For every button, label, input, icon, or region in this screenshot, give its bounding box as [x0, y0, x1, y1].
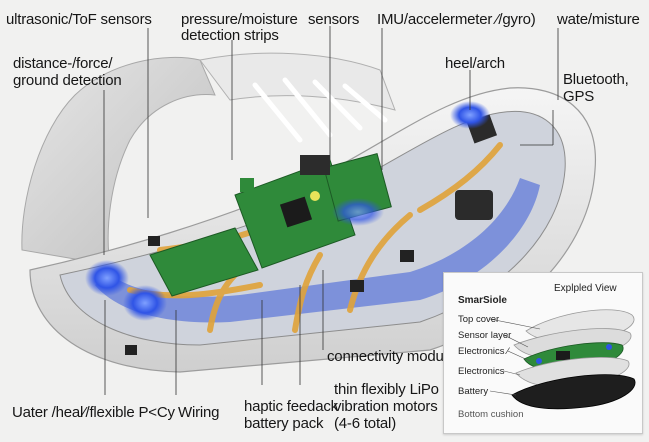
blue-sensor-layer: [95, 178, 540, 323]
label-battery-pack: battery pack: [244, 415, 324, 432]
label-imu: IMU/accelermeter ⁄/gyro): [377, 11, 536, 28]
layer-label-battery: Battery: [458, 386, 489, 397]
laces: [252, 77, 388, 143]
label-haptic-feedback: haptic feedack: [244, 398, 338, 415]
label-distance-force: distance-/force/: [13, 55, 113, 72]
label-ultrasonic-sensors: ultrasonic/ToF sensors: [6, 11, 152, 28]
layer-label-sensor: Sensor layer: [458, 330, 512, 341]
layer-label-electronics-a: Electronics ⁄: [458, 346, 509, 357]
label-water-moisture: wate/misture: [557, 11, 640, 28]
label-uater-heal: Uater /heal⁄/flexible P<Cy: [12, 404, 175, 421]
label-connectivity-module: connectivity module: [327, 348, 455, 365]
exploded-view-title: Explpled View: [554, 283, 617, 294]
label-motor-count: (4-6 total): [334, 415, 396, 432]
label-lipo: thin flexibly LiPo: [334, 381, 439, 398]
layer-battery: [511, 374, 636, 410]
exploded-leader-lines: [489, 318, 541, 396]
label-sensors: sensors: [308, 11, 360, 28]
label-vibration-motors: vibration motors: [334, 398, 438, 415]
exploded-layers-graphic: [489, 309, 636, 410]
layer-label-bottom-cushion: Bottom cushion: [458, 409, 524, 420]
label-ground-detection: ground detection: [13, 72, 122, 89]
layer-chip: [556, 351, 570, 360]
label-heel-arch: heel/arch: [445, 55, 505, 72]
label-bluetooth: Bluetooth,: [563, 71, 629, 88]
layer-label-top-cover: Top cover: [458, 314, 500, 325]
exploded-view-panel: SmarSiole Explpled View Top cover Sensor…: [443, 272, 643, 434]
pressure-sensor-pads: [85, 101, 490, 321]
exploded-view-heading: SmarSiole: [458, 295, 507, 306]
shoe-tongue: [199, 52, 396, 111]
label-wiring: Wiring: [178, 404, 220, 421]
layer-sensor-dot: [606, 344, 612, 350]
leader-lines: [103, 26, 559, 395]
layer-label-electronics: Electronics: [458, 366, 505, 377]
label-gps: GPS: [563, 88, 595, 105]
label-pressure-moisture: pressure/moisture: [181, 11, 298, 28]
label-detection-strips: detection strips: [181, 27, 279, 44]
layer-sensor-dot: [536, 358, 542, 364]
